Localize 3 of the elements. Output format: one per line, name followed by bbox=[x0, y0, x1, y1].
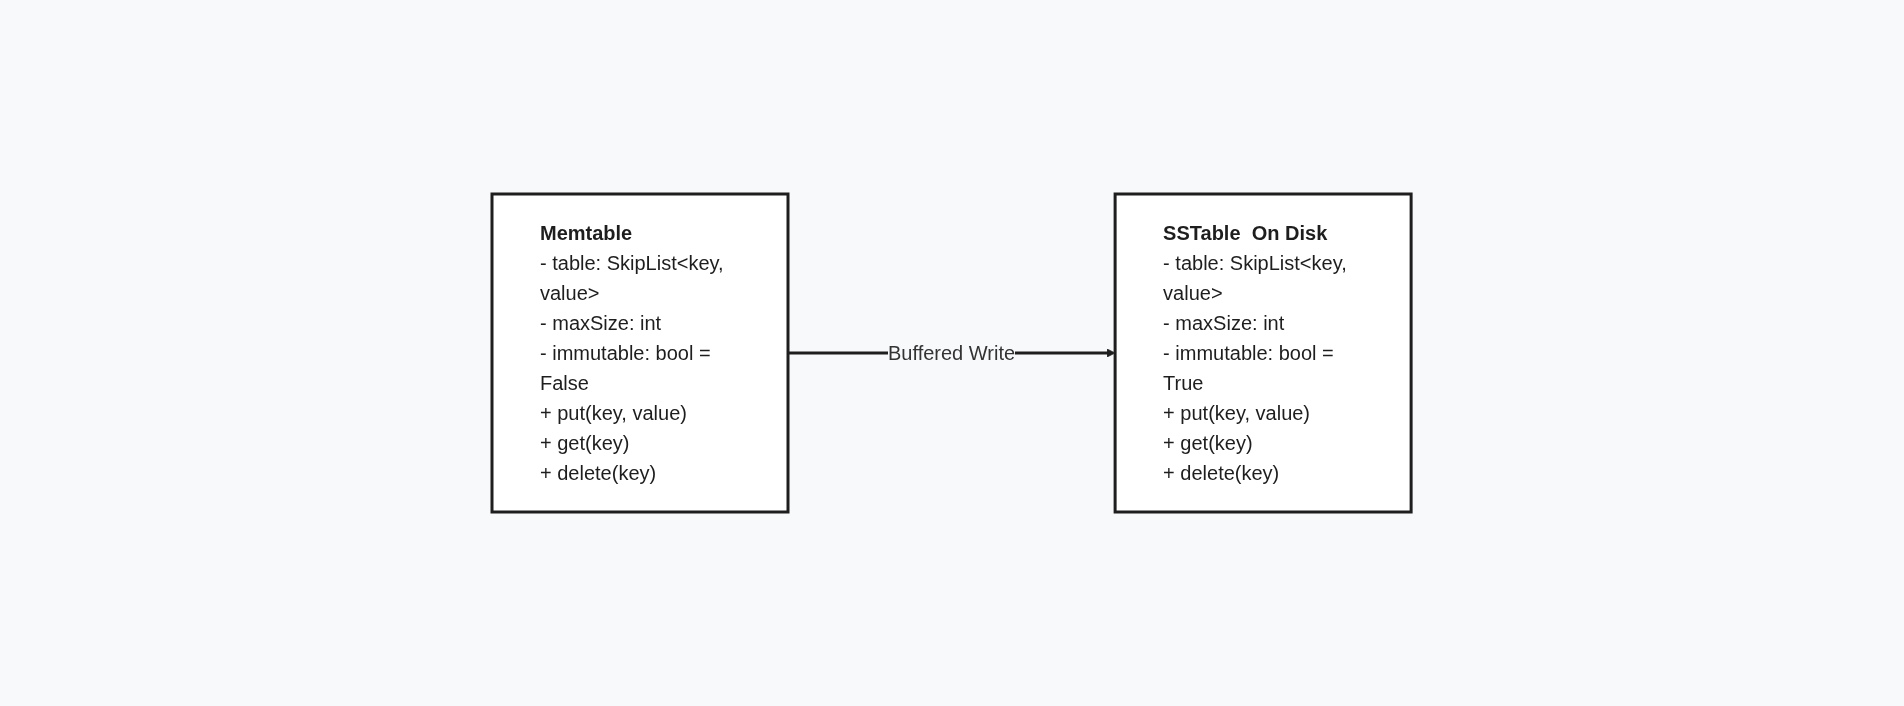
node-box: SSTable On Disk - table: SkipList<key, value> - maxSize: int - immutable: bool = True + put(key, value) + get(key) + delete(key) bbox=[1114, 192, 1414, 514]
node-box: Memtable - table: SkipList<key, value> - maxSize: int - immutable: bool = False + put(key, value) + get(key) + delete(key) bbox=[490, 192, 790, 514]
edge-label: Buffered Write bbox=[888, 342, 1016, 364]
